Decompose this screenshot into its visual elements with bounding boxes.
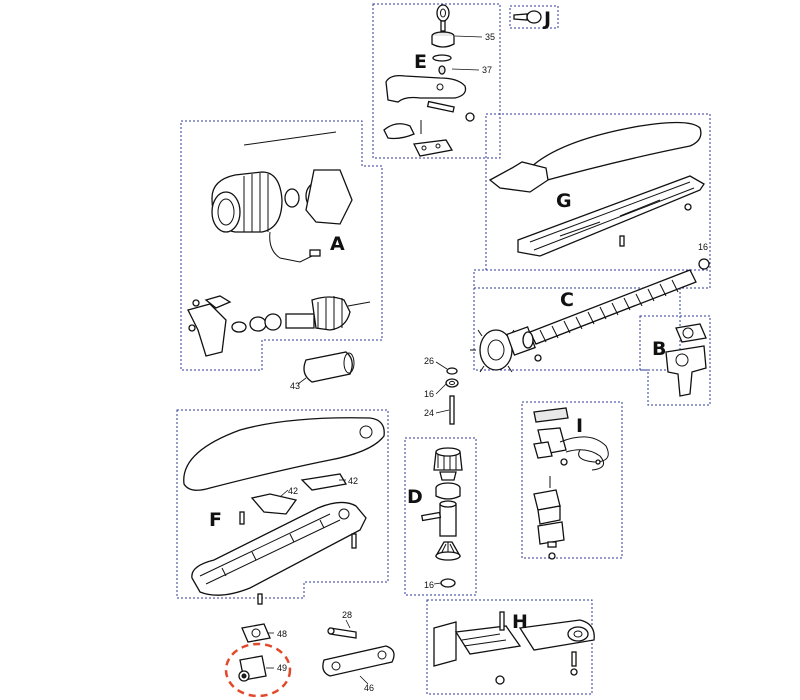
lever-46 — [322, 645, 395, 677]
part-number-16-d: 16 — [424, 580, 434, 590]
part-number-46: 46 — [364, 683, 374, 693]
pin-28 — [327, 627, 357, 639]
group-h-parts — [433, 611, 595, 685]
group-e-parts — [383, 4, 475, 157]
key-icon — [513, 10, 542, 24]
group-g-parts — [488, 121, 705, 257]
group-d-parts — [421, 447, 463, 588]
part-number-24: 24 — [424, 408, 434, 418]
group-d-frame — [404, 437, 477, 596]
group-label-f: F — [209, 509, 222, 531]
group-a-frame — [180, 120, 383, 371]
part-number-43: 43 — [290, 381, 300, 391]
group-f-frame — [176, 409, 389, 599]
group-b-parts — [665, 323, 707, 397]
group-label-b: B — [652, 338, 666, 360]
part-number-35: 35 — [485, 32, 495, 42]
group-a-parts — [187, 131, 371, 357]
capacitor-43 — [303, 351, 355, 383]
part-number-42-a: 42 — [288, 486, 298, 496]
part-number-26: 26 — [424, 356, 434, 366]
group-h-frame — [426, 599, 593, 695]
group-j-frame — [509, 5, 559, 29]
group-e-frame — [372, 3, 501, 159]
group-b-frame — [639, 315, 711, 406]
part-number-48: 48 — [277, 629, 287, 639]
group-label-e: E — [414, 51, 427, 73]
group-f-parts — [183, 417, 385, 605]
part-number-42-b: 42 — [348, 476, 358, 486]
group-label-h: H — [512, 611, 528, 633]
group-i-parts — [533, 407, 609, 560]
group-c-parts — [470, 269, 697, 373]
part-48 — [241, 623, 271, 643]
part-number-28: 28 — [342, 610, 352, 620]
group-label-j: J — [542, 8, 551, 30]
group-label-g: G — [556, 190, 572, 212]
part-number-49: 49 — [277, 663, 287, 673]
part-number-16-g: 16 — [698, 242, 708, 252]
group-label-i: I — [576, 415, 583, 437]
washer-16 — [698, 258, 710, 270]
group-label-d: D — [407, 486, 423, 508]
part-number-37: 37 — [482, 65, 492, 75]
group-label-a: A — [330, 233, 345, 255]
group-i-frame — [521, 401, 623, 559]
highlight-circle-part-49 — [224, 642, 292, 698]
part-49 — [238, 655, 267, 682]
center-pin-parts — [445, 367, 459, 425]
part-number-16-center: 16 — [424, 389, 434, 399]
group-label-c: C — [560, 289, 574, 311]
